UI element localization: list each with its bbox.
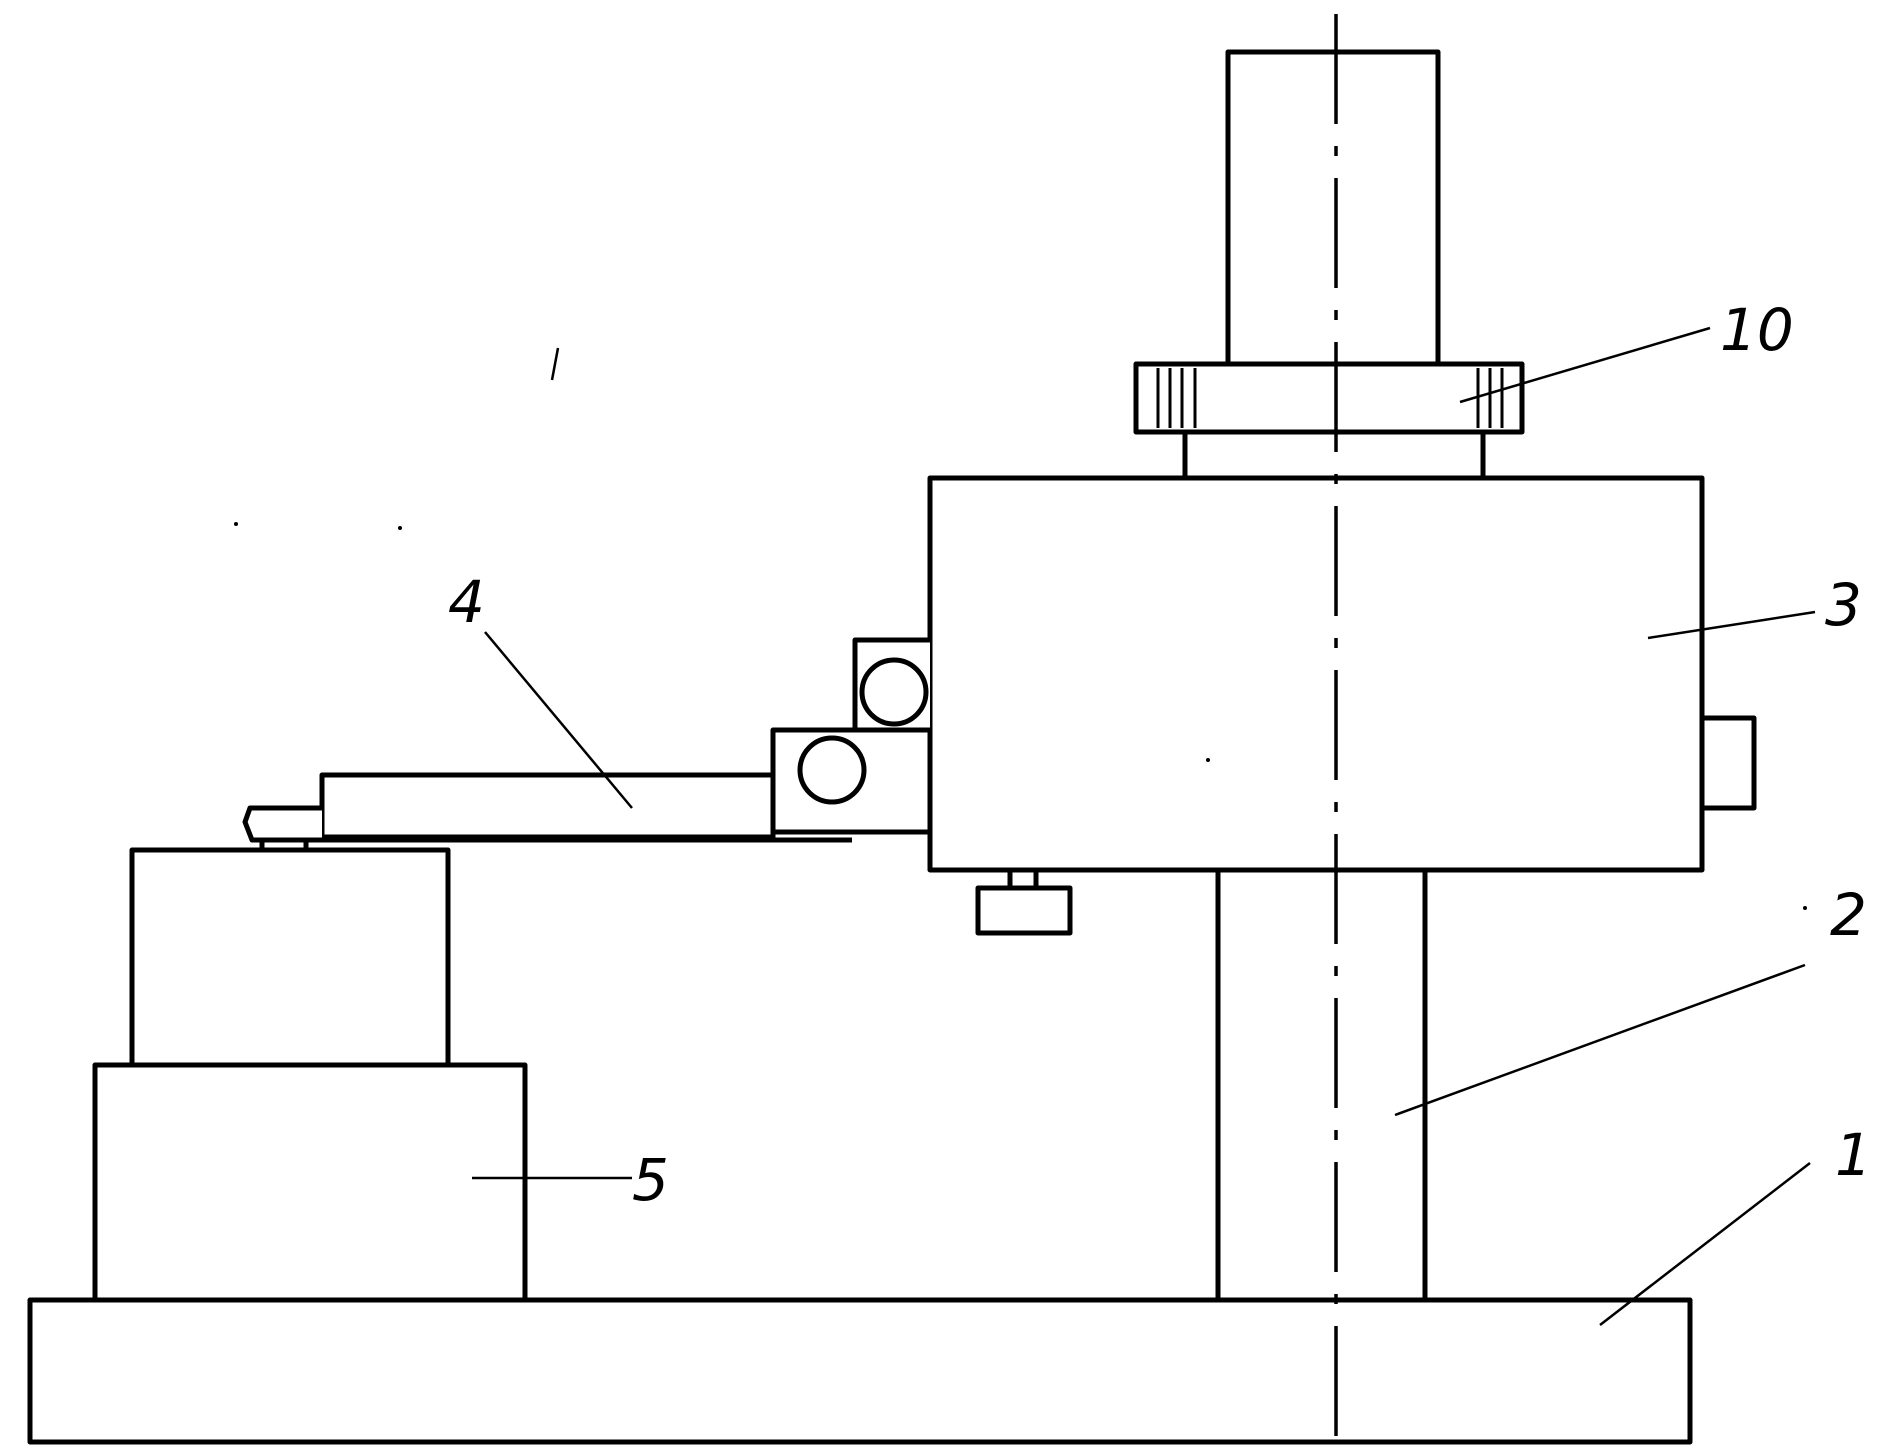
carriage — [927, 475, 1705, 873]
side-knob — [1699, 715, 1757, 811]
column — [1215, 860, 1428, 1303]
scan-specks — [234, 347, 1807, 910]
label-column: 2 — [1830, 881, 1867, 949]
bottom-screw-stem — [1007, 867, 1039, 891]
roller-lower — [797, 735, 867, 805]
ring-knurl — [1156, 368, 1504, 428]
ring-neck — [1182, 429, 1486, 481]
leader-arm — [484, 631, 633, 809]
label-base: 1 — [1835, 1121, 1872, 1189]
adjusting-ring — [1133, 361, 1525, 435]
bottom-screw-head — [975, 885, 1073, 936]
support-block-upper — [129, 847, 451, 1068]
upper-column — [1225, 49, 1441, 367]
leader-carriage — [1647, 610, 1816, 640]
label-ring: 10 — [1720, 296, 1794, 364]
base-plate — [27, 1297, 1693, 1445]
leader-column — [1394, 963, 1806, 1117]
leader-ring — [1459, 326, 1711, 404]
roller-upper — [859, 657, 929, 727]
arm — [319, 772, 776, 840]
arm-tip — [242, 805, 322, 843]
label-support: 5 — [632, 1146, 669, 1214]
label-carriage: 3 — [1825, 571, 1862, 639]
label-arm: 4 — [448, 568, 485, 636]
arm-tip-foot — [259, 837, 309, 853]
support-block-lower — [92, 1062, 528, 1303]
leader-base — [1599, 1162, 1811, 1326]
